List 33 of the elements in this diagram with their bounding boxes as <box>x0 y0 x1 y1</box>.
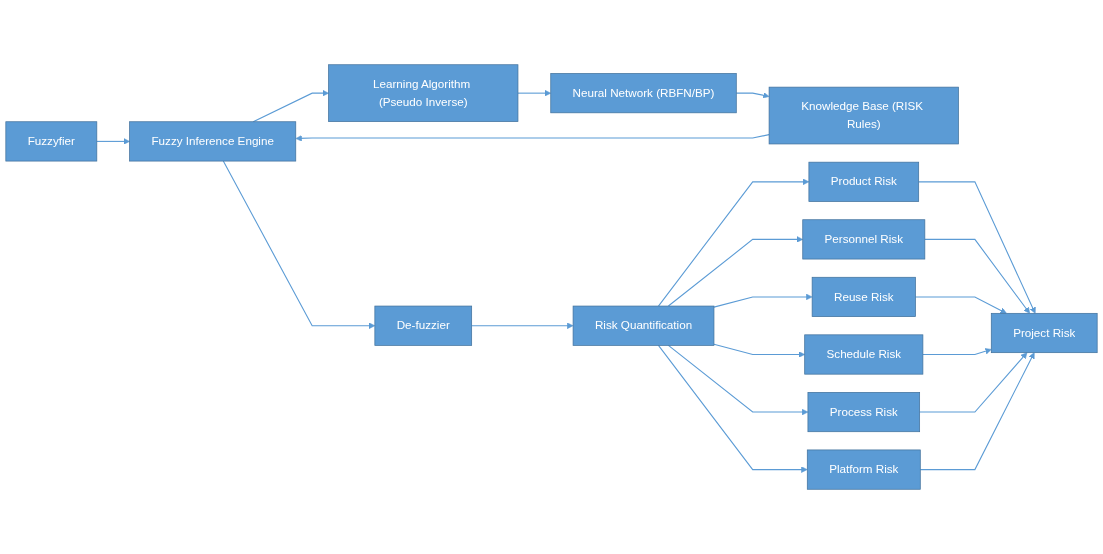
node-box: Fuzzyfier <box>5 121 98 162</box>
node-box: Platform Risk <box>806 449 921 490</box>
arrow <box>252 89 329 123</box>
arrow <box>295 134 770 142</box>
node-box: Neural Network (RBFN/BP) <box>550 73 737 114</box>
arrow <box>713 343 805 358</box>
arrow <box>735 92 770 99</box>
arrow <box>222 160 376 329</box>
arrow <box>471 322 574 329</box>
node-box: Personnel Risk <box>802 219 926 260</box>
arrow <box>918 181 1036 314</box>
arrow <box>96 138 130 145</box>
arrow <box>919 352 1028 413</box>
node-box: Project Risk <box>990 312 1098 354</box>
node-box: Reuse Risk <box>811 276 916 317</box>
arrow <box>919 352 1035 471</box>
node-box: Fuzzy Inference Engine <box>129 121 297 162</box>
arrow <box>667 344 809 416</box>
node-box: Process Risk <box>807 392 920 433</box>
arrow <box>657 344 808 473</box>
arrow <box>924 238 1030 314</box>
node-box: Risk Quantification <box>572 305 715 346</box>
arrow <box>517 89 552 97</box>
node-box: Learning Algorithm (Pseudo Inverse) <box>328 64 519 122</box>
arrow <box>657 178 810 307</box>
node-box: De-fuzzier <box>374 305 473 346</box>
node-box: Product Risk <box>808 161 920 202</box>
arrow <box>914 296 1007 314</box>
arrow <box>667 236 804 307</box>
node-box: Schedule Risk <box>804 334 924 375</box>
arrow <box>922 348 992 356</box>
arrow <box>713 293 813 308</box>
node-box: Knowledge Base (RISK Rules) <box>768 86 959 145</box>
